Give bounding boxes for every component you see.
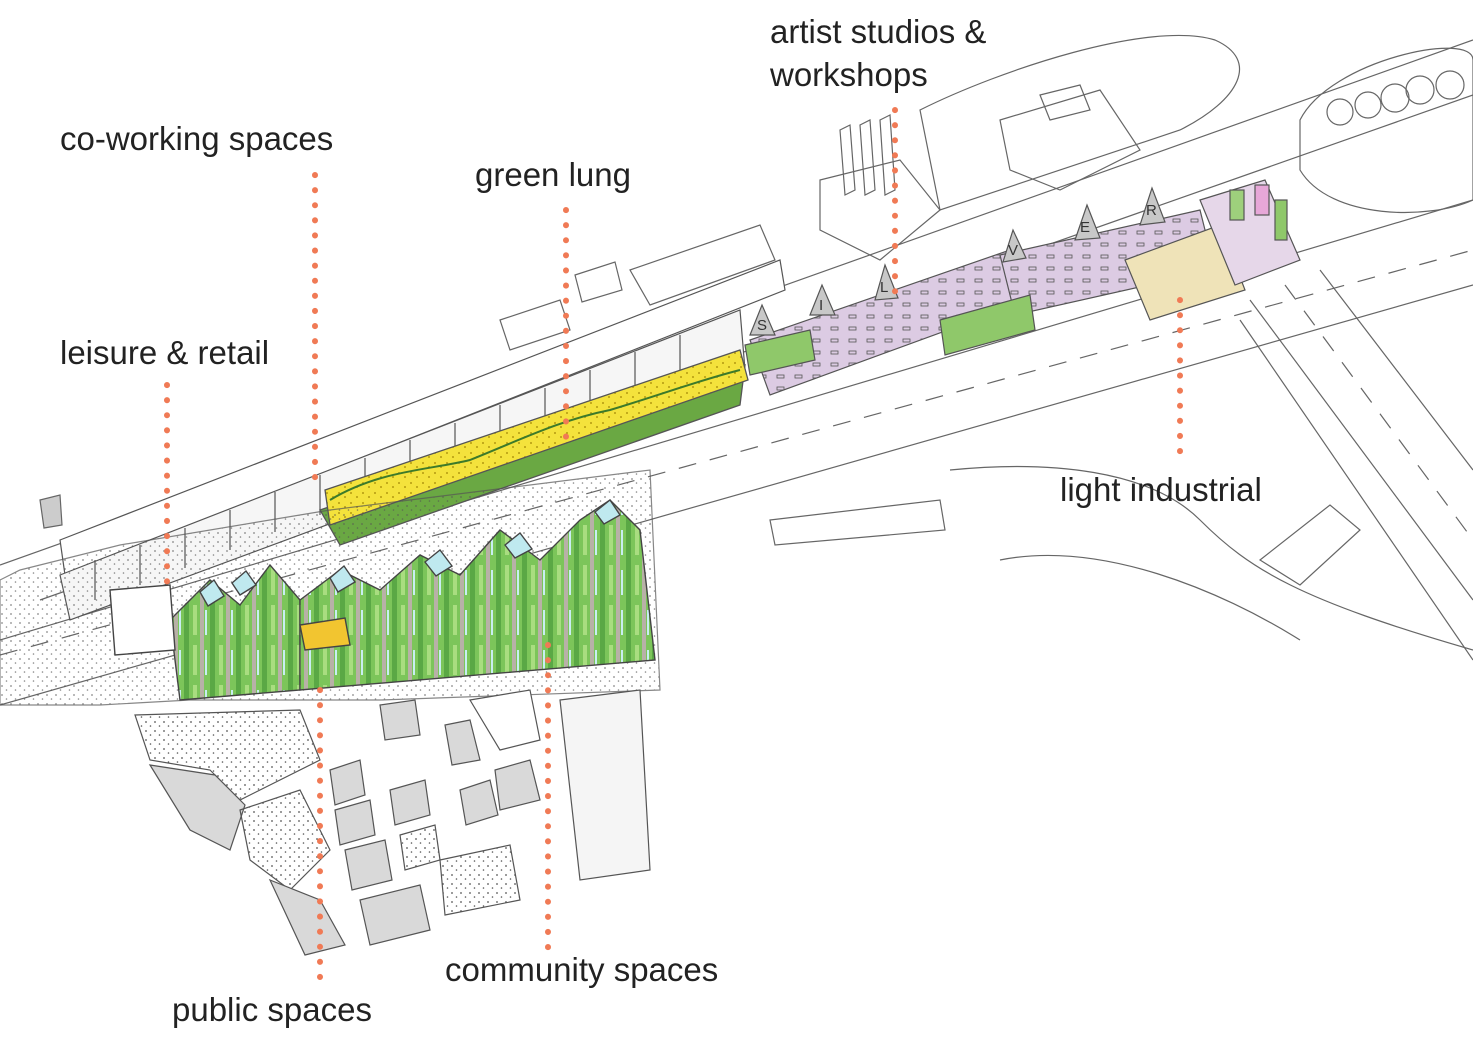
label-community-spaces: community spaces	[445, 951, 719, 988]
label-artist-studios-line1: artist studios &	[770, 13, 987, 50]
letter-e: E	[1080, 219, 1090, 236]
label-artist-studios: artist studios & workshops	[770, 10, 986, 96]
light-industrial-block	[1124, 179, 1301, 321]
station-letters: S I L V E R	[757, 202, 1157, 334]
community-buildings	[109, 498, 656, 701]
leader-lines	[164, 107, 1183, 983]
label-co-working-spaces: co-working spaces	[60, 120, 334, 157]
foreground-city-blocks	[134, 689, 651, 956]
letter-r: R	[1146, 202, 1157, 219]
label-light-industrial: light industrial	[1060, 471, 1262, 508]
letter-l: L	[880, 279, 888, 296]
label-public-spaces: public spaces	[172, 991, 372, 1028]
letter-i: I	[819, 297, 823, 314]
label-leisure-retail: leisure & retail	[60, 334, 270, 371]
letter-s: S	[757, 317, 767, 334]
label-artist-studios-line2: workshops	[770, 56, 928, 93]
letter-v: V	[1008, 242, 1018, 259]
label-green-lung: green lung	[475, 156, 631, 193]
